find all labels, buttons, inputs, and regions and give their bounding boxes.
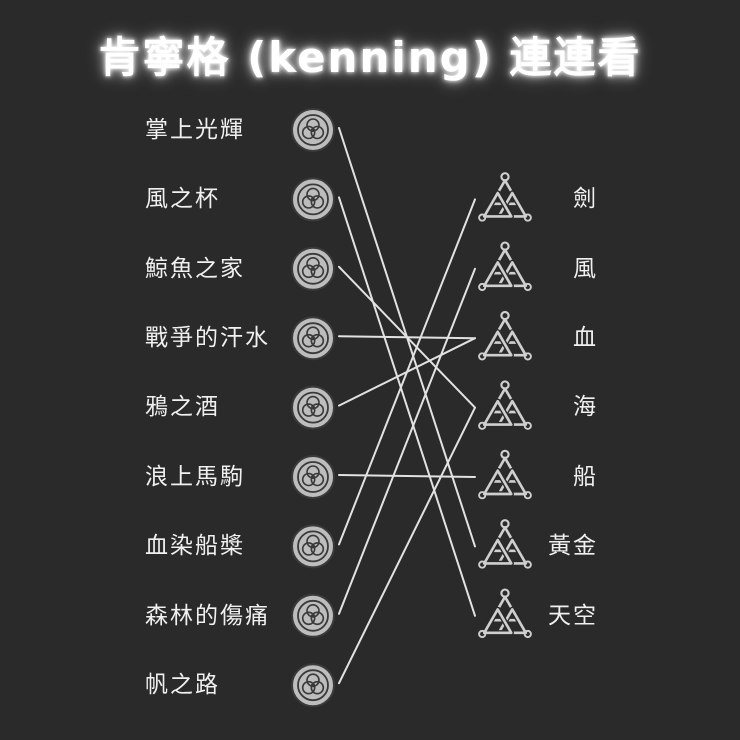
right-term-label: 風 [573, 256, 598, 282]
left-term-label: 風之杯 [145, 186, 220, 212]
right-term-label: 血 [573, 325, 598, 351]
triquetra-icon[interactable] [291, 524, 335, 569]
valknut-icon[interactable] [478, 519, 532, 569]
page-title: 肯寧格 (kenning) 連連看 [98, 33, 642, 82]
connection-lines [338, 127, 476, 685]
valknut-icon[interactable] [478, 588, 532, 639]
triquetra-icon[interactable] [291, 316, 335, 361]
left-term-label: 森林的傷痛 [145, 603, 270, 629]
connection-line [338, 474, 476, 478]
connection-line [338, 267, 476, 615]
valknut-icon[interactable] [478, 241, 532, 292]
left-term-label: 掌上光輝 [145, 117, 245, 143]
triquetra-icon[interactable] [291, 663, 335, 708]
triquetra-icon[interactable] [291, 593, 335, 638]
connection-line [338, 335, 476, 340]
connection-line [338, 196, 476, 617]
right-term-label: 天空 [548, 603, 598, 629]
connection-line [338, 198, 476, 546]
left-term-label: 浪上馬駒 [145, 464, 245, 490]
triquetra-icon[interactable] [291, 455, 335, 499]
left-term-label: 鯨魚之家 [145, 256, 245, 282]
left-term-label: 戰爭的汗水 [145, 325, 270, 351]
valknut-icon[interactable] [478, 172, 532, 222]
connection-line [338, 406, 476, 685]
triquetra-icon[interactable] [291, 385, 335, 430]
right-term-label: 黃金 [548, 533, 598, 559]
valknut-icon[interactable] [478, 310, 532, 361]
triquetra-icon[interactable] [291, 177, 335, 222]
triquetra-icon[interactable] [291, 246, 335, 291]
left-term-label: 鴉之酒 [145, 394, 220, 420]
triquetra-icon[interactable] [291, 108, 335, 152]
left-term-label: 血染船槳 [145, 533, 245, 559]
right-term-label: 劍 [573, 186, 598, 212]
anchor-icons [291, 108, 532, 708]
valknut-icon[interactable] [478, 380, 532, 430]
right-term-label: 船 [573, 464, 598, 490]
left-term-label: 帆之路 [145, 672, 220, 698]
right-term-label: 海 [573, 394, 598, 420]
valknut-icon[interactable] [478, 449, 532, 500]
